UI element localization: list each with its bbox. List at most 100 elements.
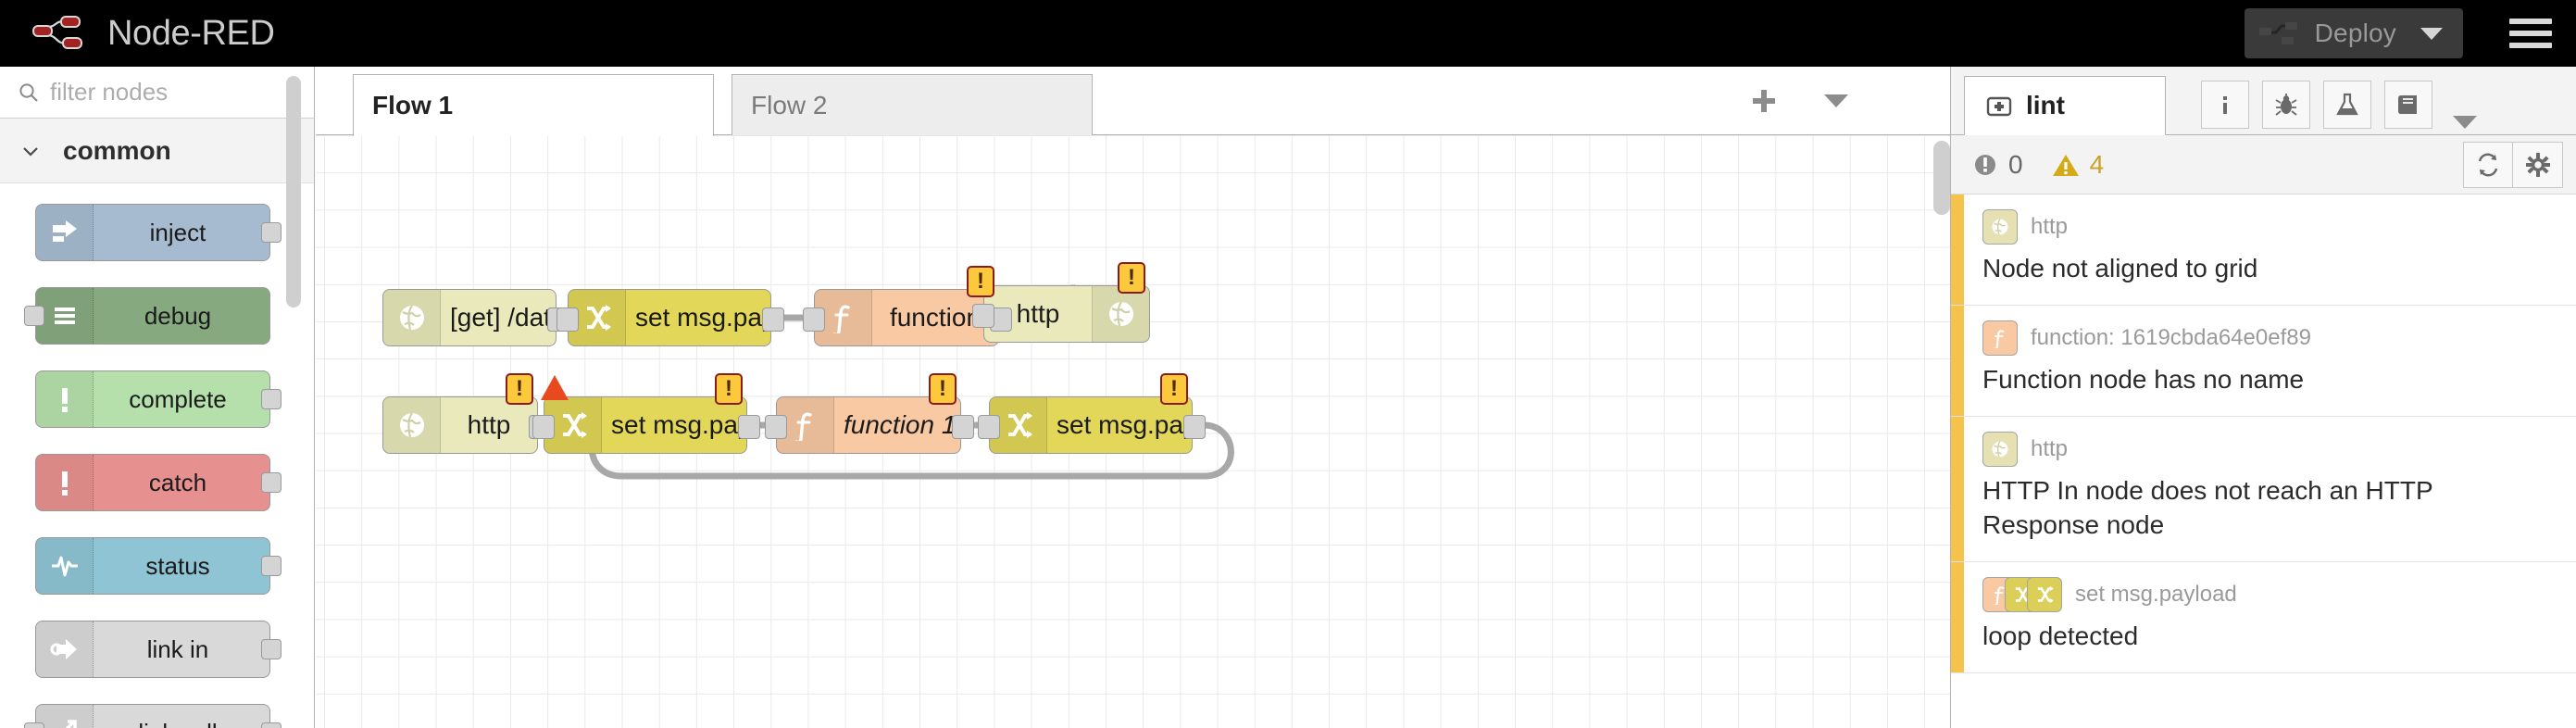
shuffle-icon bbox=[1007, 412, 1032, 438]
palette-node-input-port[interactable] bbox=[24, 306, 44, 326]
debug-icon bbox=[54, 308, 75, 324]
flow-node-function[interactable]: function 1! bbox=[765, 373, 974, 454]
tab-flow-1[interactable]: Flow 1 bbox=[353, 74, 714, 136]
palette-category-common[interactable]: common bbox=[0, 119, 314, 183]
refresh-lint-button[interactable] bbox=[2463, 141, 2513, 188]
hamburger-menu-icon[interactable] bbox=[2509, 12, 2552, 55]
tab-flow-2[interactable]: Flow 2 bbox=[732, 74, 1093, 135]
flow-node-body: set msg.payload bbox=[990, 397, 1192, 453]
shuffle-icon bbox=[586, 305, 611, 331]
flow-node-http-in[interactable]: [get] /data bbox=[382, 289, 569, 346]
search-input[interactable]: filter nodes bbox=[50, 78, 169, 106]
node-input-port[interactable] bbox=[556, 308, 579, 332]
warning-count-group: 4 bbox=[2051, 150, 2104, 180]
palette-scrollbar[interactable] bbox=[286, 67, 301, 372]
node-error-badge[interactable]: ! bbox=[1160, 373, 1188, 405]
chevron-down-icon[interactable] bbox=[1824, 94, 1848, 107]
palette-node-body[interactable]: catch bbox=[35, 454, 270, 511]
palette-node-output-port[interactable] bbox=[261, 556, 281, 576]
node-output-port[interactable] bbox=[1183, 415, 1206, 439]
chevron-down-icon[interactable] bbox=[2420, 27, 2443, 40]
help-tab-button[interactable] bbox=[2384, 81, 2432, 129]
palette-node-inject[interactable]: inject bbox=[0, 196, 314, 280]
flow-node-icon-box bbox=[383, 290, 441, 345]
palette-node-output-port[interactable] bbox=[261, 472, 281, 493]
palette-node-status[interactable]: status bbox=[0, 530, 314, 613]
palette-node-body[interactable]: complete bbox=[35, 370, 270, 428]
info-tab-button[interactable] bbox=[2201, 81, 2249, 129]
debug-tab-button[interactable] bbox=[2262, 81, 2310, 129]
palette-node-body[interactable]: status bbox=[35, 537, 270, 595]
lint-item-icon-stack bbox=[1982, 576, 2062, 612]
lint-item-node-icon bbox=[1982, 431, 2018, 467]
node-error-badge[interactable]: ! bbox=[506, 373, 533, 405]
palette-node-output-port[interactable] bbox=[261, 222, 281, 243]
node-error-badge[interactable]: ! bbox=[967, 266, 994, 297]
node-output-port[interactable] bbox=[738, 415, 760, 439]
book-icon bbox=[2398, 95, 2417, 114]
app-header: Node-RED Deploy bbox=[0, 0, 2576, 67]
palette-node-body[interactable]: debug bbox=[35, 287, 270, 345]
palette-node-catch[interactable]: catch bbox=[0, 446, 314, 530]
palette-node-body[interactable]: inject bbox=[35, 204, 270, 261]
palette-node-link-in[interactable]: link in bbox=[0, 613, 314, 697]
palette-node-list: inject debug complete catch status link in lin… bbox=[0, 183, 314, 728]
flow-node-change[interactable]: set msg.payload! bbox=[532, 373, 760, 454]
flow-node-icon-box bbox=[777, 397, 834, 453]
canvas-scrollbar[interactable] bbox=[1933, 135, 1950, 728]
node-warning-badge[interactable] bbox=[541, 375, 569, 400]
flow-node-icon-box bbox=[1092, 286, 1149, 342]
node-error-badge[interactable]: ! bbox=[715, 373, 743, 405]
lint-settings-button[interactable] bbox=[2513, 141, 2563, 188]
lint-item-message: HTTP In node does not reach an HTTP Resp… bbox=[1982, 475, 2433, 539]
chevron-down-icon[interactable] bbox=[2453, 116, 2477, 129]
palette-node-debug[interactable]: debug bbox=[0, 280, 314, 363]
palette-node-body[interactable]: link in bbox=[35, 621, 270, 678]
flow-node-label: set msg.payload bbox=[635, 303, 770, 332]
node-input-port[interactable] bbox=[765, 415, 787, 439]
node-input-port[interactable] bbox=[803, 308, 825, 332]
palette-node-output-port[interactable] bbox=[261, 722, 281, 728]
palette-node-link-call[interactable]: link call bbox=[0, 697, 314, 728]
lint-item-node-icon bbox=[2027, 576, 2062, 612]
palette-node-body[interactable]: link call bbox=[35, 704, 270, 728]
flow-node-change[interactable]: set msg.payload! bbox=[978, 373, 1206, 454]
globe-icon bbox=[1992, 441, 2008, 458]
node-error-badge[interactable]: ! bbox=[929, 373, 957, 405]
node-output-port[interactable] bbox=[952, 415, 974, 439]
palette-search-row[interactable]: filter nodes bbox=[0, 67, 314, 119]
gear-icon bbox=[2525, 152, 2550, 177]
flow-node-function[interactable]: function! bbox=[803, 266, 1012, 346]
palette-node-input-port[interactable] bbox=[24, 722, 44, 728]
flow-canvas[interactable]: [get] /data set msg.payload function! http!… bbox=[316, 135, 1950, 728]
palette-node-output-port[interactable] bbox=[261, 639, 281, 659]
node-input-port[interactable] bbox=[532, 415, 555, 439]
palette-node-complete[interactable]: complete bbox=[0, 363, 314, 446]
right-sidebar: lint bbox=[1950, 67, 2576, 728]
shuffle-icon bbox=[2037, 585, 2054, 603]
exclamation-icon bbox=[61, 388, 68, 412]
error-circle-icon bbox=[1975, 154, 1995, 175]
plus-icon[interactable] bbox=[1750, 87, 1778, 115]
canvas-scrollbar-thumb[interactable] bbox=[1933, 141, 1950, 215]
node-input-port[interactable] bbox=[972, 304, 994, 328]
sidebar-tab-lint[interactable]: lint bbox=[1964, 76, 2166, 135]
palette-scrollbar-thumb[interactable] bbox=[286, 76, 301, 308]
node-input-port[interactable] bbox=[978, 415, 1000, 439]
node-output-port[interactable] bbox=[762, 308, 784, 332]
palette-node-output-port[interactable] bbox=[261, 389, 281, 409]
node-error-badge[interactable]: ! bbox=[1118, 262, 1145, 294]
flow-node-http-in[interactable]: http! bbox=[382, 373, 569, 454]
lint-item-source-label: function: 1619cbda64e0ef89 bbox=[2031, 324, 2311, 350]
lint-item-source-label: set msg.payload bbox=[2075, 581, 2237, 607]
tests-tab-button[interactable] bbox=[2323, 81, 2371, 129]
deploy-button[interactable]: Deploy bbox=[2244, 8, 2463, 58]
flow-node-icon-box bbox=[383, 397, 441, 453]
warning-triangle-icon bbox=[2052, 154, 2079, 176]
flow-node-change[interactable]: set msg.payload bbox=[556, 289, 784, 346]
